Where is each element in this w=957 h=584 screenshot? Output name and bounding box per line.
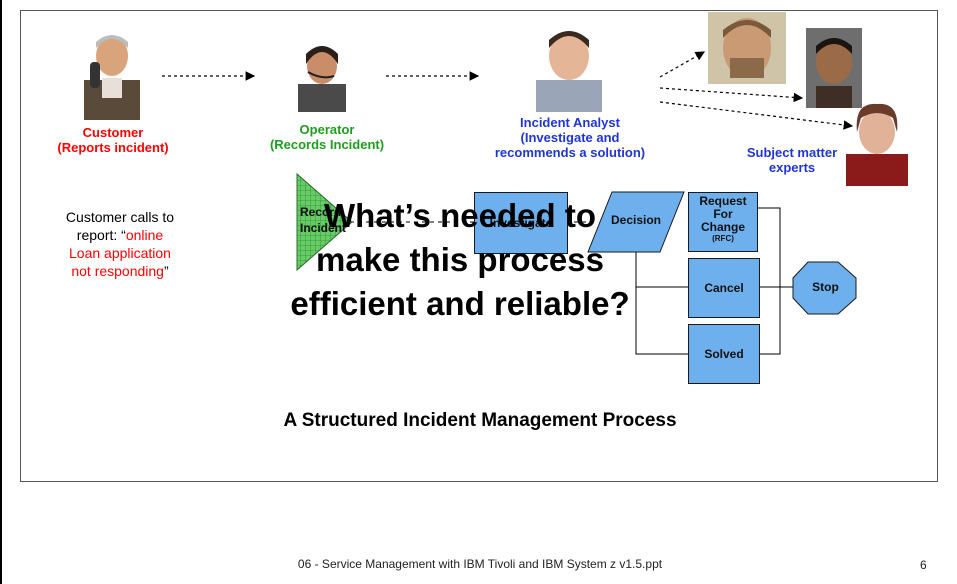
analyst-role-detail-2: recommends a solution) xyxy=(494,145,646,160)
page-number: 6 xyxy=(920,558,927,572)
description-line-3: Loan application xyxy=(69,245,171,261)
diagram-subtitle: A Structured Incident Management Process xyxy=(283,410,677,431)
description-highlight: online xyxy=(125,227,164,243)
decision-label: Decision xyxy=(610,213,661,227)
analyst-to-expert1-arrow xyxy=(659,51,706,78)
experts-caption: Subject matter experts xyxy=(732,145,852,175)
solved-box: Solved xyxy=(688,324,760,384)
customer-role-detail: (Reports incident) xyxy=(57,140,169,155)
analyst-to-expert3-arrow xyxy=(659,101,854,130)
analyst-caption: Incident Analyst (Investigate and recomm… xyxy=(490,115,650,160)
stop-shape xyxy=(792,261,857,315)
description-line-4-suffix: ” xyxy=(163,263,169,279)
operator-photo xyxy=(298,36,346,112)
expert-2-photo xyxy=(806,28,862,108)
customer-photo xyxy=(82,28,142,120)
record-incident-label: Record Incident xyxy=(300,205,347,235)
investigate-label: Investigate xyxy=(489,216,553,230)
investigate-box: Investigate xyxy=(474,192,568,254)
cancel-label: Cancel xyxy=(704,281,744,295)
analyst-role-name: Incident Analyst xyxy=(520,115,620,130)
rfc-box: Request For Change (RFC) xyxy=(688,192,758,252)
expert-3-photo xyxy=(846,96,908,186)
solved-label: Solved xyxy=(704,347,744,361)
cancel-box: Cancel xyxy=(688,258,760,318)
decision-shape xyxy=(587,191,685,253)
overlay-question: What’s needed to make this process effic… xyxy=(180,194,740,326)
decision-branch-line xyxy=(635,250,688,355)
description-line-4: not responding” xyxy=(30,262,210,280)
description-line-4-text: not responding xyxy=(71,263,164,279)
overlay-line-1: What’s needed to xyxy=(324,197,596,234)
analyst-role-detail-1: (Investigate and xyxy=(520,130,620,145)
customer-caption: Customer (Reports incident) xyxy=(38,125,188,155)
overlay-line-2: make this process xyxy=(316,241,604,278)
footer-filename: 06 - Service Management with IBM Tivoli … xyxy=(297,557,663,571)
experts-line-1: Subject matter xyxy=(746,145,838,160)
overlay-line-3: efficient and reliable? xyxy=(290,285,630,322)
rfc-line-3: Change xyxy=(700,220,745,234)
operator-caption: Operator (Records Incident) xyxy=(252,122,402,152)
description-line-1: Customer calls to xyxy=(65,209,175,225)
operator-role-detail: (Records Incident) xyxy=(269,137,385,152)
rfc-line-2: For xyxy=(713,207,733,221)
description-line-2-prefix: report: “ xyxy=(76,227,126,243)
experts-line-2: experts xyxy=(768,160,816,175)
incident-description: Customer calls to report: “online Loan a… xyxy=(30,208,210,280)
slide-left-border xyxy=(0,0,2,584)
analyst-photo xyxy=(536,20,602,112)
description-line-2: report: “online xyxy=(30,226,210,244)
customer-role-name: Customer xyxy=(82,125,144,140)
rfc-line-4: (RFC) xyxy=(712,234,734,243)
stop-label: Stop xyxy=(812,280,839,294)
expert-1-photo xyxy=(708,12,786,84)
record-incident-shape xyxy=(296,172,353,272)
analyst-to-expert2-arrow xyxy=(659,87,804,103)
outcomes-merge-line xyxy=(758,207,781,355)
operator-role-name: Operator xyxy=(299,122,355,137)
rfc-line-1: Request xyxy=(699,194,747,208)
